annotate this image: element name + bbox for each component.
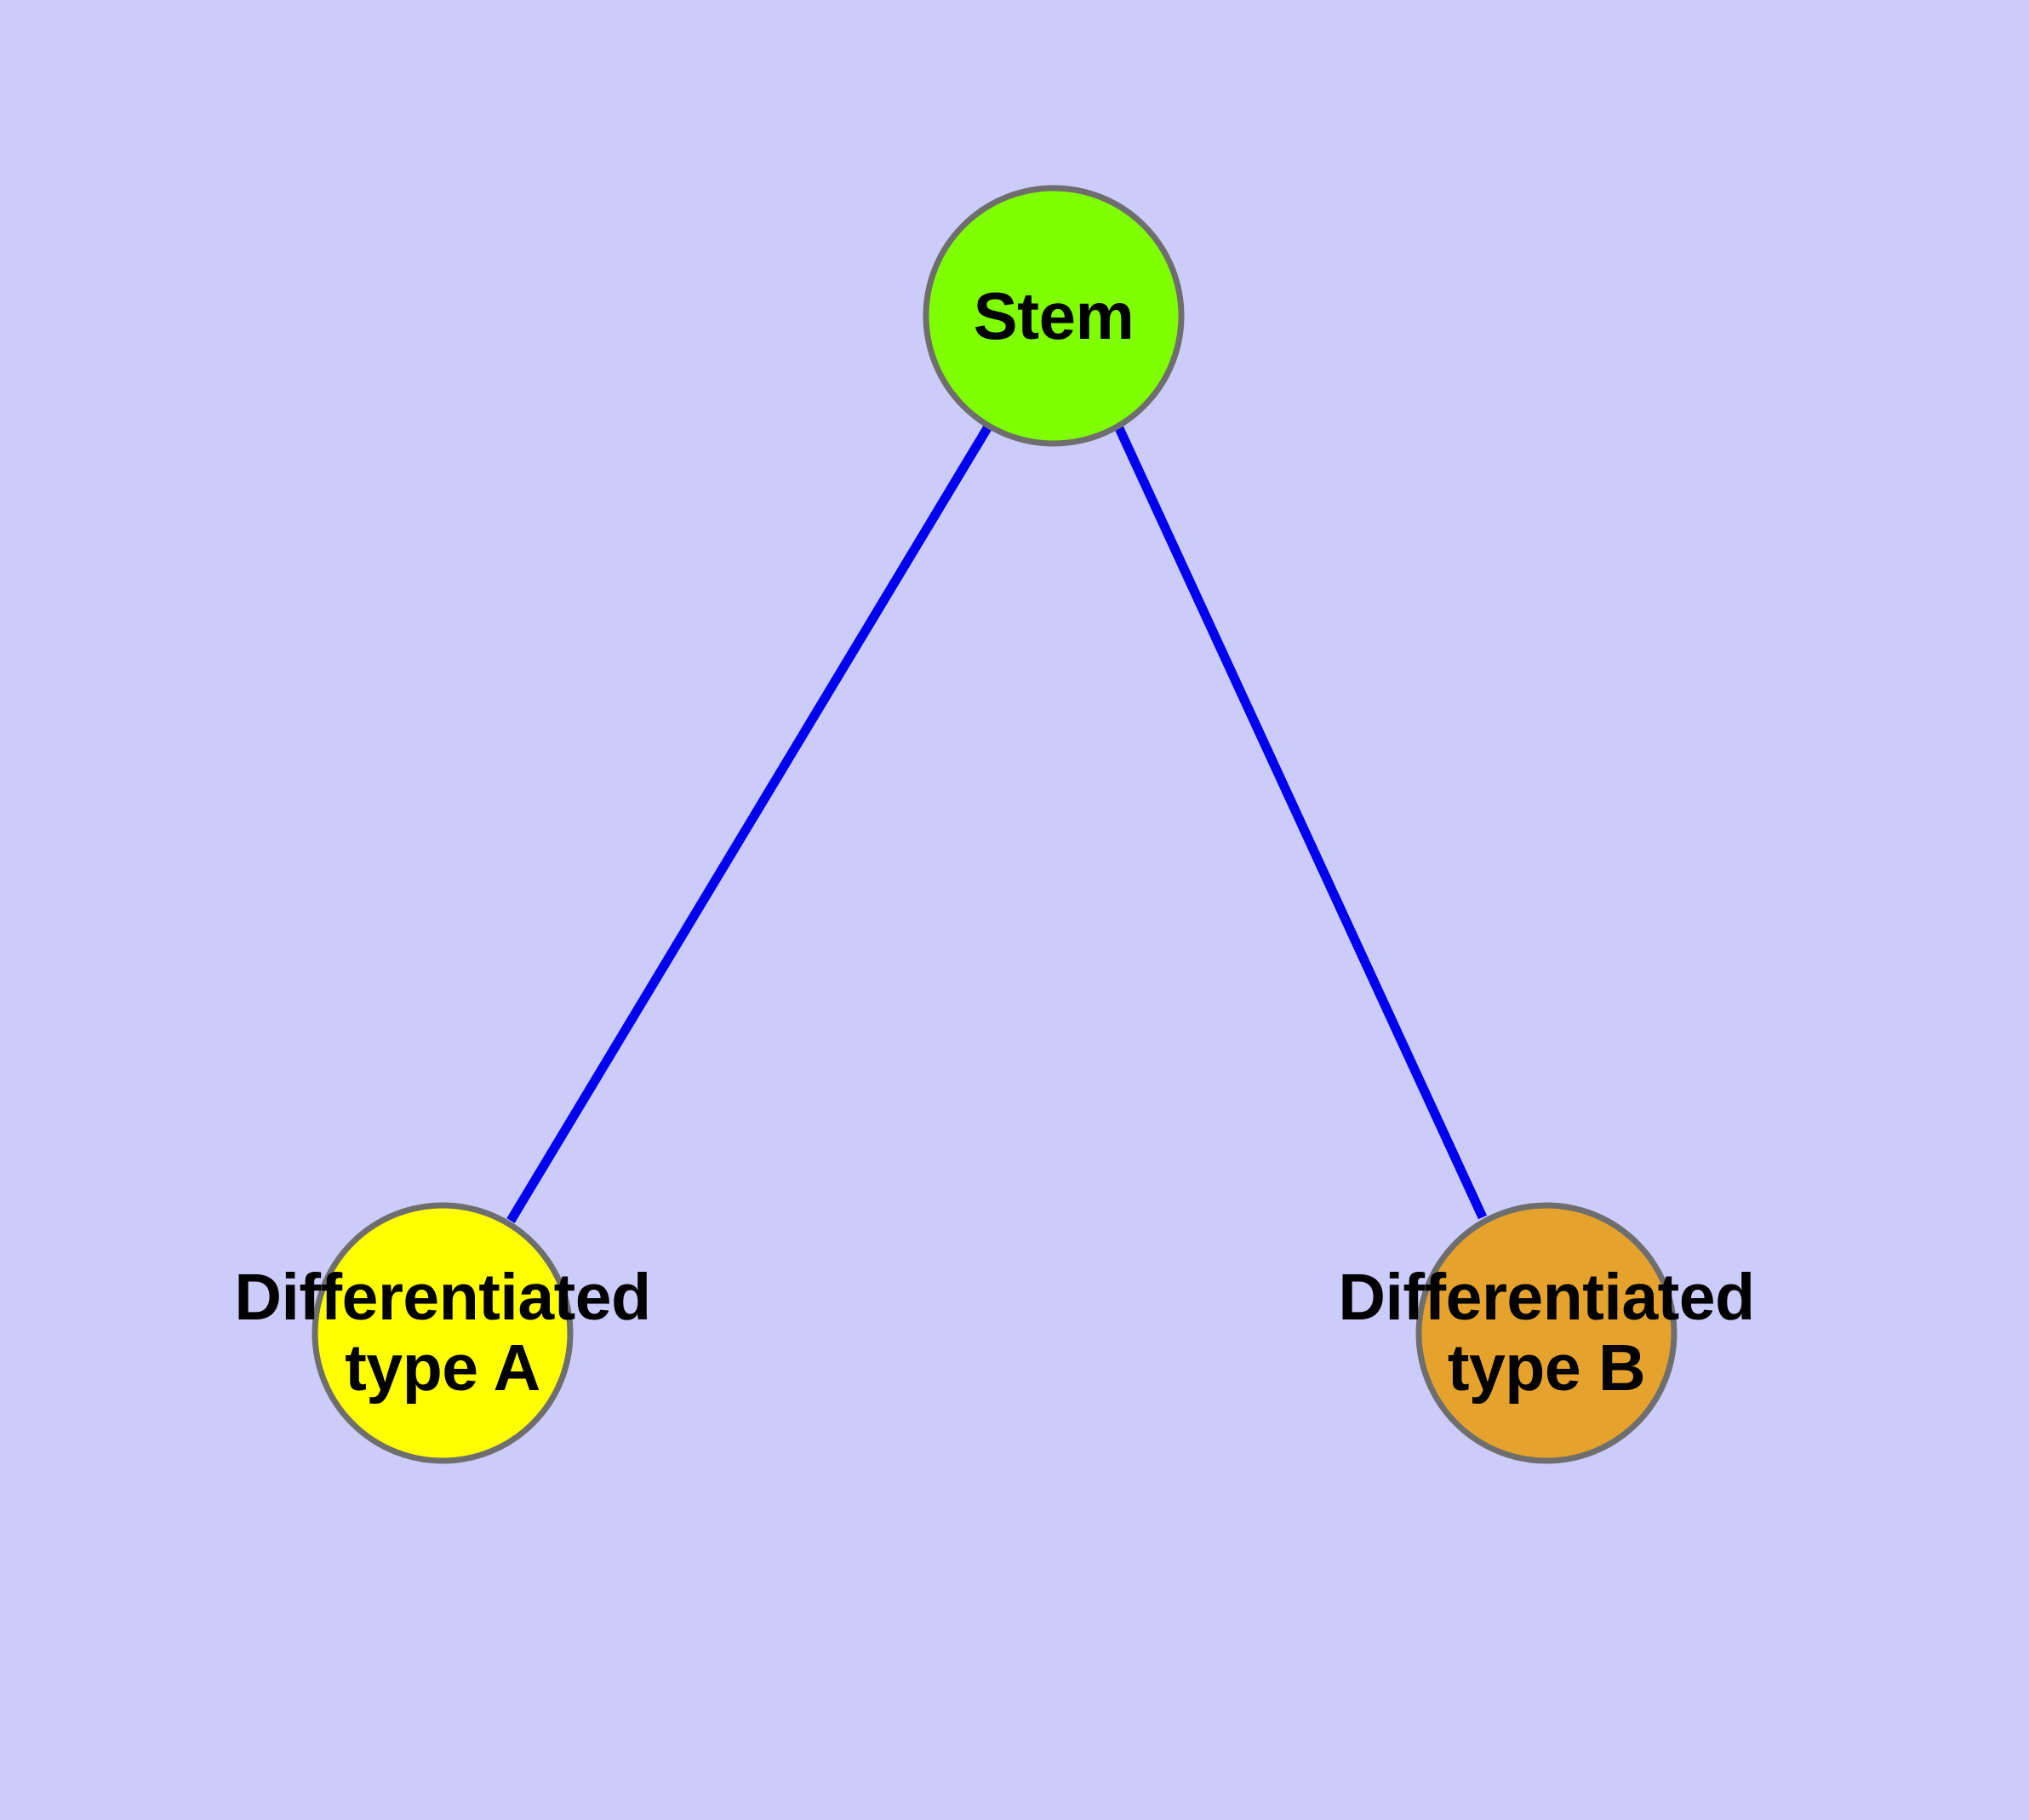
edge-stem-to-diff-b: [1115, 426, 1487, 1220]
node-circle-diff-b[interactable]: [1415, 1202, 1677, 1464]
node-circle-diff-a[interactable]: [311, 1202, 574, 1464]
edges-layer: [506, 426, 1487, 1223]
node-circle-stem[interactable]: [923, 185, 1185, 447]
edge-stem-to-diff-a: [506, 426, 992, 1223]
nodes-layer: [311, 185, 1677, 1464]
